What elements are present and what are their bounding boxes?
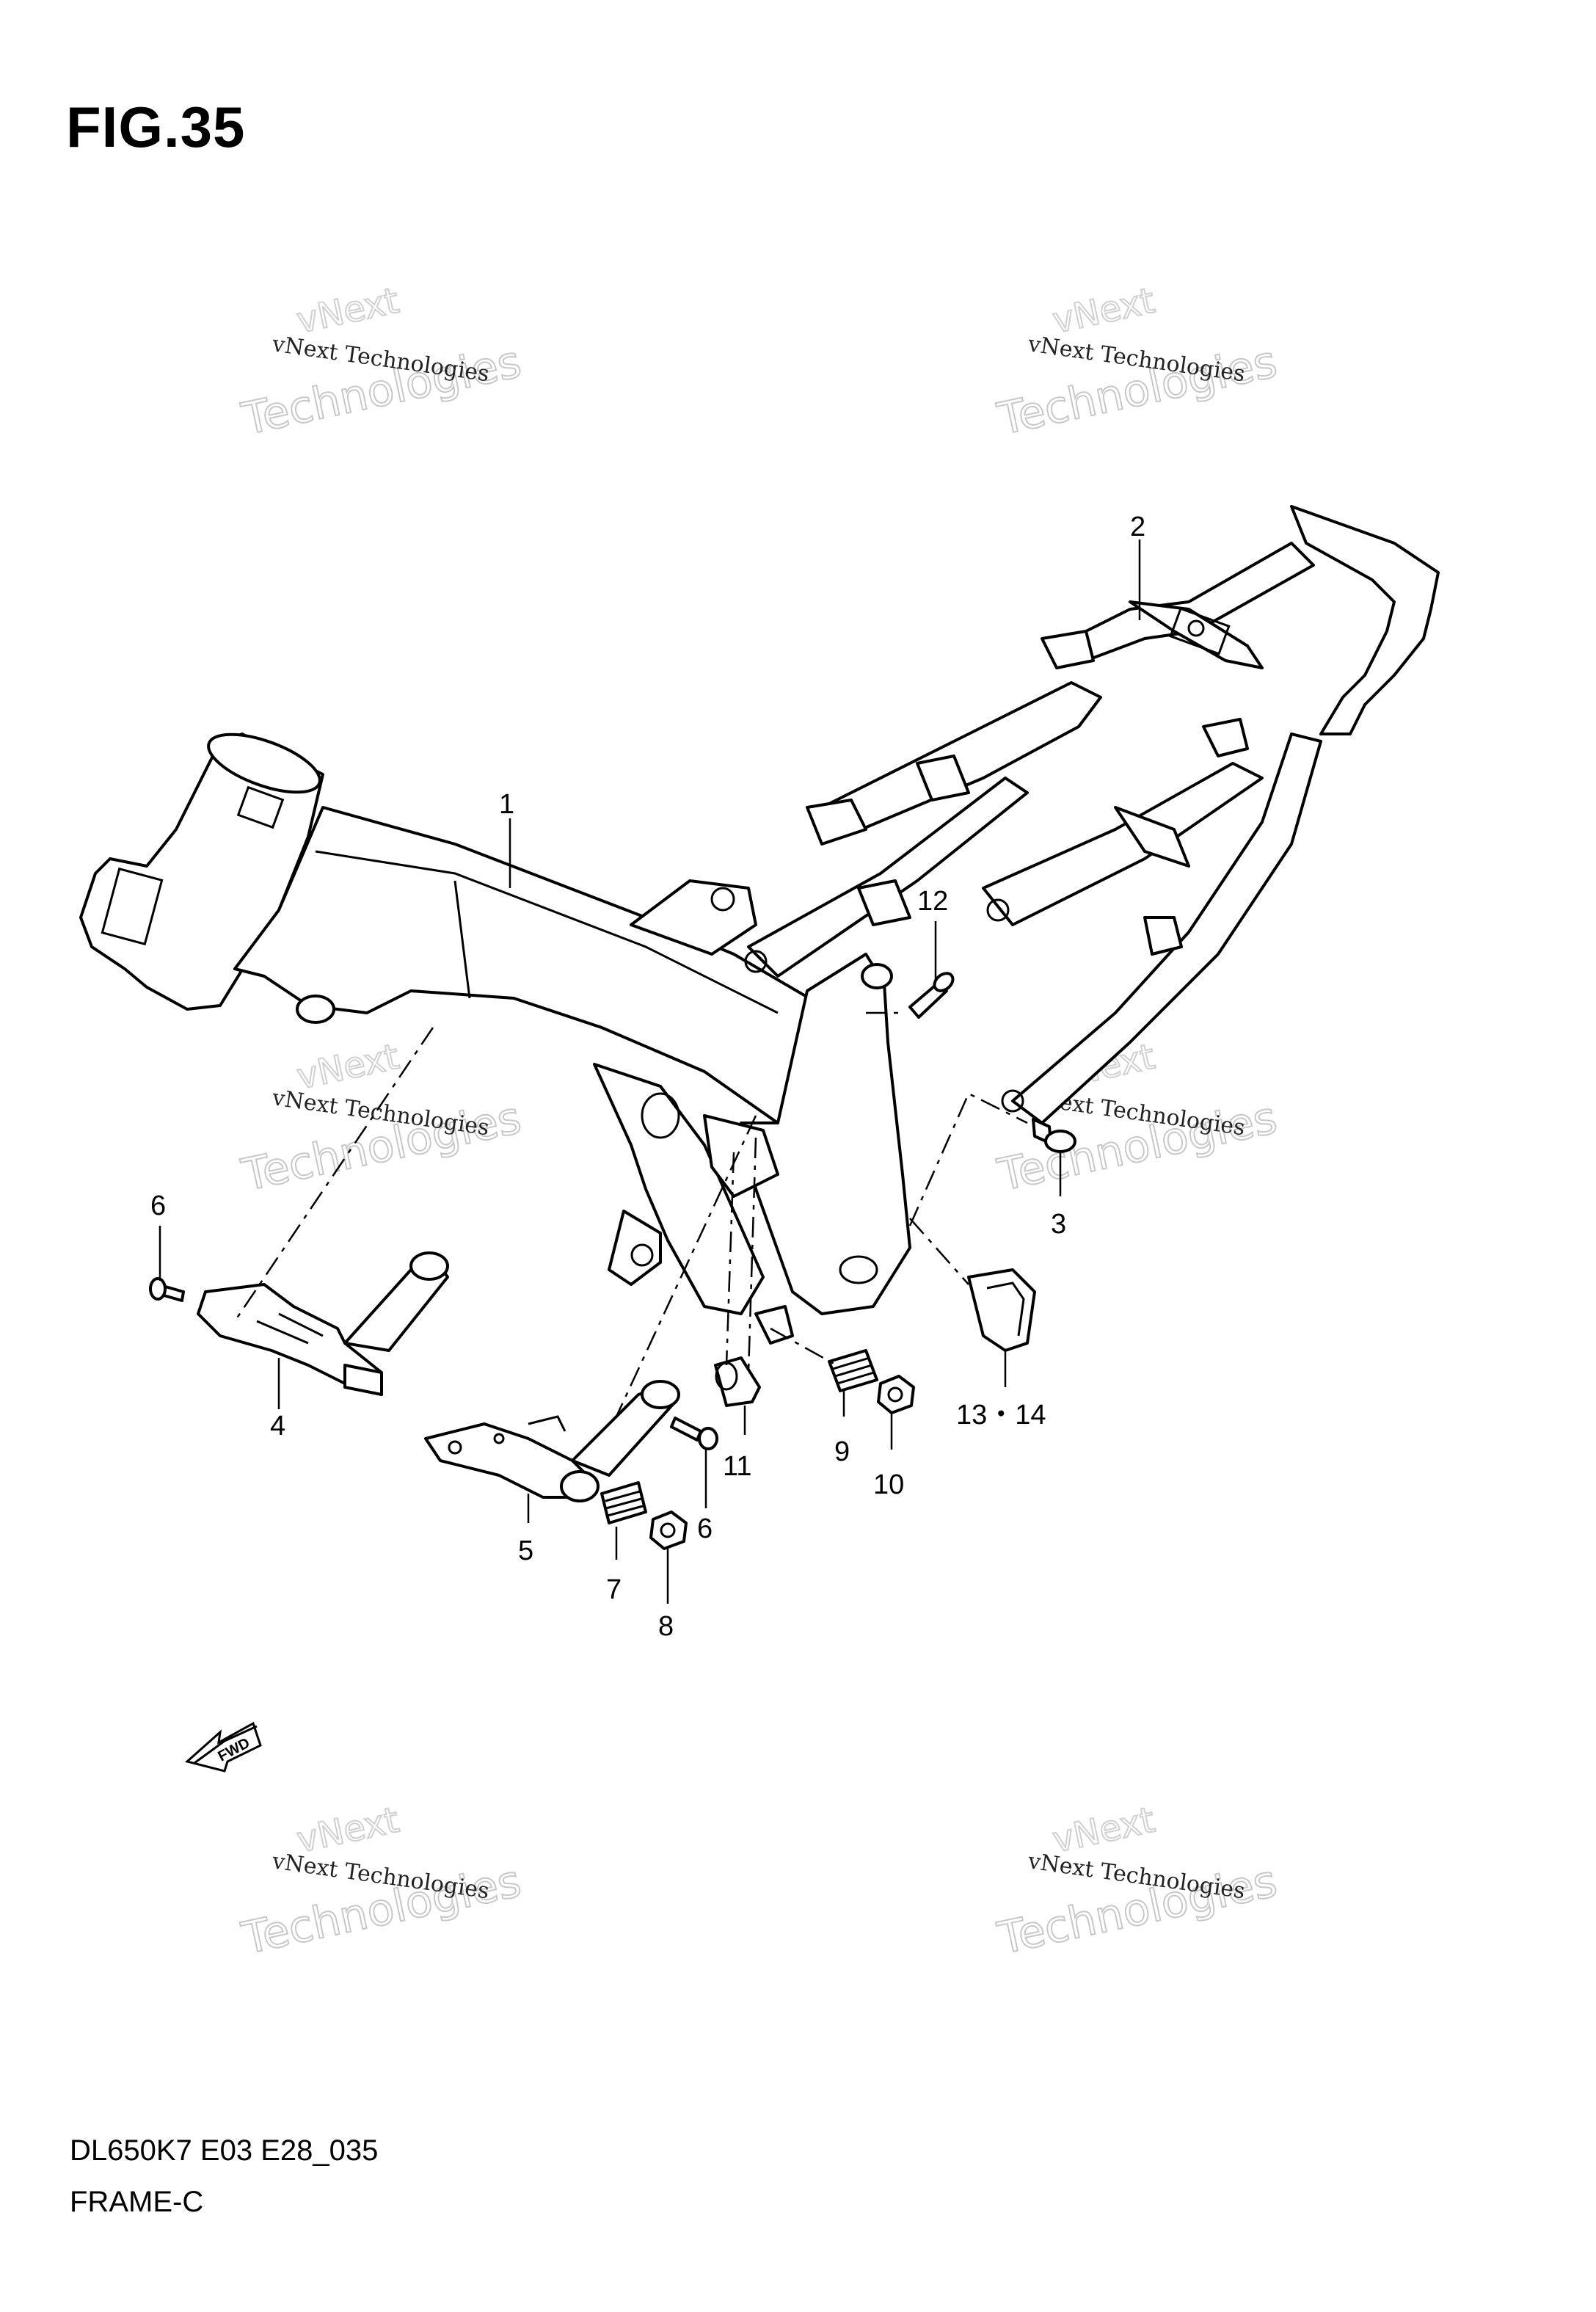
watermark-text: vNext — [1049, 1800, 1159, 1861]
assembly-guide-lines — [233, 1011, 1028, 1417]
spring-9-part — [828, 1349, 878, 1392]
section-name: FRAME-C — [70, 2186, 204, 2218]
callout-labels: 1 2 3 4 5 6 6 7 8 9 10 11 12 13・14 — [150, 512, 1145, 1642]
footrest-bracket-right-part — [424, 1380, 680, 1502]
watermark-text: vNext — [1049, 280, 1159, 342]
bolt-6-left-part — [149, 1277, 185, 1302]
main-frame-part — [79, 733, 911, 1345]
callout-7: 7 — [606, 1574, 622, 1605]
bolt-6-right-part — [670, 1417, 718, 1450]
callout-10: 10 — [873, 1469, 904, 1500]
callout-6b: 6 — [697, 1513, 713, 1544]
callout-9: 9 — [834, 1436, 850, 1467]
bolt-12-part — [908, 972, 955, 1019]
watermark-text: vNext — [294, 1036, 403, 1098]
nut-10-part — [877, 1375, 915, 1414]
spring-7-part — [600, 1481, 647, 1524]
callout-1: 1 — [499, 789, 514, 820]
watermark-text: vNext — [294, 1800, 403, 1861]
callout-12: 12 — [917, 886, 948, 917]
watermark-text: vNext — [294, 280, 403, 342]
figure-title: FIG.35 — [66, 95, 246, 159]
footrest-bracket-left-part — [197, 1251, 449, 1396]
callout-8: 8 — [658, 1611, 674, 1642]
callout-11: 11 — [723, 1451, 751, 1482]
fwd-arrow-icon: FWD — [184, 1721, 262, 1773]
callout-13-14: 13・14 — [956, 1400, 1046, 1431]
model-code: DL650K7 E03 E28_035 — [70, 2134, 379, 2167]
bolt-3-part — [1032, 1118, 1076, 1153]
callout-6a: 6 — [150, 1190, 166, 1221]
callout-4: 4 — [270, 1411, 285, 1442]
cover-13-14-part — [967, 1268, 1036, 1352]
callout-5: 5 — [518, 1535, 533, 1566]
callout-2: 2 — [1130, 512, 1145, 542]
bushing-11-part — [714, 1356, 761, 1407]
callout-3: 3 — [1051, 1209, 1066, 1240]
rear-subframe-part — [744, 505, 1440, 1124]
nut-8-part — [649, 1511, 688, 1550]
callout-leader-lines — [158, 539, 1141, 1604]
